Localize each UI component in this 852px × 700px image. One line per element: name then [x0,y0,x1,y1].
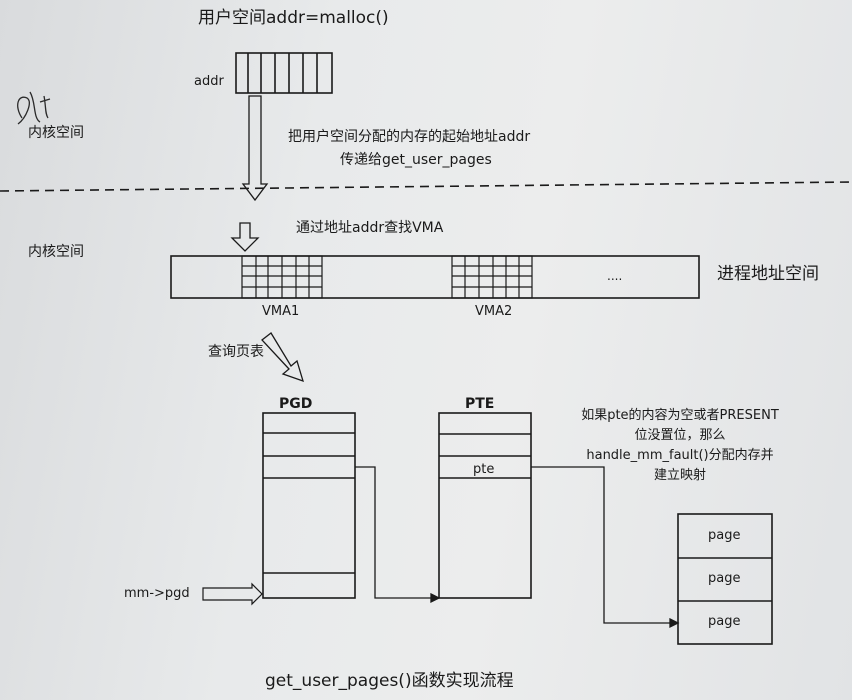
page-stack [677,513,773,645]
pass-addr-note-line1: 把用户空间分配的内存的起始地址addr [288,129,531,145]
figure-caption: get_user_pages()函数实现流程 [265,671,514,691]
addr-label: addr [194,74,224,89]
vma2-grid [451,255,533,299]
fault-condition-note: 如果pte的内容为空或者PRESENT位没置位，那么handle_mm_faul… [581,408,779,483]
pte-heading: PTE [465,396,495,412]
addr-array [235,52,333,94]
space-divider [0,181,852,192]
vma2-label: VMA2 [475,304,513,319]
kernel-space-label-2: 内核空间 [28,244,84,260]
down-arrow-icon [241,95,269,202]
pte-entry-label: pte [473,462,495,477]
page-cell-2: page [708,571,741,586]
find-vma-note: 通过地址addr查找VMA [296,220,444,236]
handwritten-scribble [17,91,51,125]
pgd-to-pte-connector [355,466,441,604]
process-address-bar [170,255,700,299]
mm-pgd-arrow-icon [202,582,263,606]
pte-table [438,412,532,599]
vma-entry-arrow-icon [230,222,260,252]
malloc-title: 用户空间addr=malloc() [198,8,389,28]
pass-addr-note-line2: 传递给get_user_pages [340,152,492,168]
pgd-heading: PGD [279,396,313,412]
page-cell-3: page [708,614,741,629]
kernel-space-label-1: 内核空间 [28,125,84,141]
vma1-label: VMA1 [262,304,300,319]
page-cell-1: page [708,528,741,543]
mm-pgd-label: mm->pgd [124,586,190,601]
query-arrow-icon [261,332,304,383]
pte-to-page-connector [531,466,680,629]
query-page-table-note: 查询页表 [208,344,264,360]
pgd-table [262,412,356,599]
process-address-space-label: 进程地址空间 [717,264,819,284]
vma1-grid [241,255,323,299]
vma-ellipsis: .... [607,269,623,283]
